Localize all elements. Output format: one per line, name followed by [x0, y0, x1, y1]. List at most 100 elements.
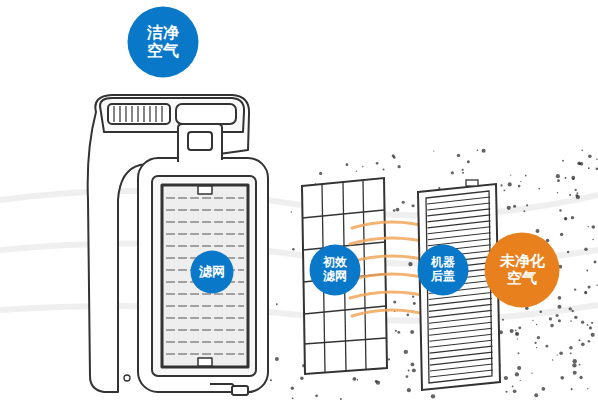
dust-dot	[549, 317, 552, 320]
dust-dot	[591, 322, 593, 324]
dust-dot	[569, 194, 571, 196]
dust-dot	[572, 363, 576, 367]
dust-dot	[518, 326, 521, 329]
dust-dot	[571, 216, 574, 219]
dust-dot	[356, 171, 357, 172]
dust-dot	[353, 377, 357, 381]
dust-dot	[556, 314, 559, 317]
dust-dot	[564, 217, 567, 220]
dust-dot	[406, 375, 409, 378]
dust-dot	[482, 149, 486, 153]
dust-dot	[376, 162, 379, 165]
dust-dot	[512, 386, 514, 388]
dust-dot	[410, 330, 414, 334]
dust-dot	[276, 303, 278, 305]
cover-tab	[466, 180, 478, 186]
pleat-line	[166, 245, 244, 246]
circle-fill	[128, 7, 199, 78]
pleat-line	[166, 221, 244, 222]
dust-particles	[270, 149, 598, 400]
front-frame	[138, 158, 268, 392]
dust-dot	[270, 379, 272, 381]
slat-line	[429, 328, 492, 335]
label-circle: 机器后盖	[417, 244, 469, 296]
dust-dot	[513, 205, 516, 208]
slat-line	[427, 203, 490, 210]
dust-dot	[596, 168, 598, 171]
slat-line	[430, 364, 493, 371]
handle-grip	[188, 132, 212, 150]
dust-dot	[587, 324, 589, 326]
dust-dot	[588, 285, 591, 288]
dust-dot	[502, 319, 504, 321]
dust-dot	[571, 176, 575, 180]
dust-dot	[569, 346, 573, 350]
dust-dot	[292, 248, 295, 251]
dust-dot	[315, 394, 318, 397]
dust-dot	[433, 150, 434, 151]
dust-dot	[451, 171, 454, 174]
circle-fill	[485, 233, 560, 308]
dust-dot	[581, 150, 583, 152]
dust-dot	[515, 372, 519, 376]
slat-line	[430, 358, 493, 365]
indicator	[124, 375, 130, 381]
dust-dot	[586, 270, 588, 272]
dust-dot	[569, 307, 572, 310]
slat-line	[429, 298, 492, 305]
dust-dot	[413, 302, 416, 305]
dust-dot	[520, 181, 521, 182]
dust-dot	[579, 364, 581, 366]
dust-dot	[357, 379, 359, 381]
dust-dot	[346, 163, 349, 166]
dust-dot	[517, 338, 518, 339]
dust-dot	[581, 343, 585, 347]
dust-dot	[412, 368, 416, 372]
dust-dot	[570, 352, 572, 354]
dust-dot	[573, 371, 577, 375]
dust-dot	[340, 398, 342, 400]
dust-dot	[584, 247, 587, 250]
slat-line	[429, 310, 492, 317]
dust-dot	[536, 324, 537, 325]
dust-dot	[537, 336, 540, 339]
dust-dot	[532, 320, 533, 321]
dust-dot	[404, 350, 408, 354]
dust-dot	[382, 168, 384, 170]
pleat-line	[166, 197, 244, 198]
dust-dot	[540, 310, 543, 313]
dust-dot	[510, 174, 511, 175]
dust-dot	[588, 340, 591, 343]
dust-dot	[517, 366, 521, 370]
dust-dot	[588, 226, 589, 227]
dust-dot	[462, 169, 464, 171]
dust-dot	[503, 189, 505, 191]
slat-line	[430, 370, 493, 377]
dust-dot	[564, 217, 566, 219]
label-circle: 滤网	[190, 250, 234, 294]
dust-dot	[538, 188, 540, 190]
dust-dot	[520, 380, 521, 381]
dust-dot	[536, 347, 537, 348]
dust-dot	[574, 289, 576, 291]
filter-tab	[198, 186, 212, 194]
dust-dot	[581, 320, 584, 323]
dust-dot	[557, 305, 561, 309]
pleat-line	[166, 233, 244, 234]
dust-dot	[560, 376, 564, 380]
dust-dot	[392, 154, 395, 157]
dust-dot	[398, 165, 401, 168]
slat-line	[429, 334, 492, 341]
slat-line	[429, 340, 492, 347]
grille-slats	[114, 106, 162, 122]
dust-dot	[592, 239, 593, 240]
dust-dot	[395, 330, 397, 332]
dust-dot	[565, 177, 567, 179]
dust-dot	[571, 310, 573, 312]
node-label: 洁净空气	[145, 24, 181, 61]
dust-dot	[556, 174, 560, 178]
dust-dot	[594, 260, 597, 263]
dust-dot	[275, 357, 279, 361]
